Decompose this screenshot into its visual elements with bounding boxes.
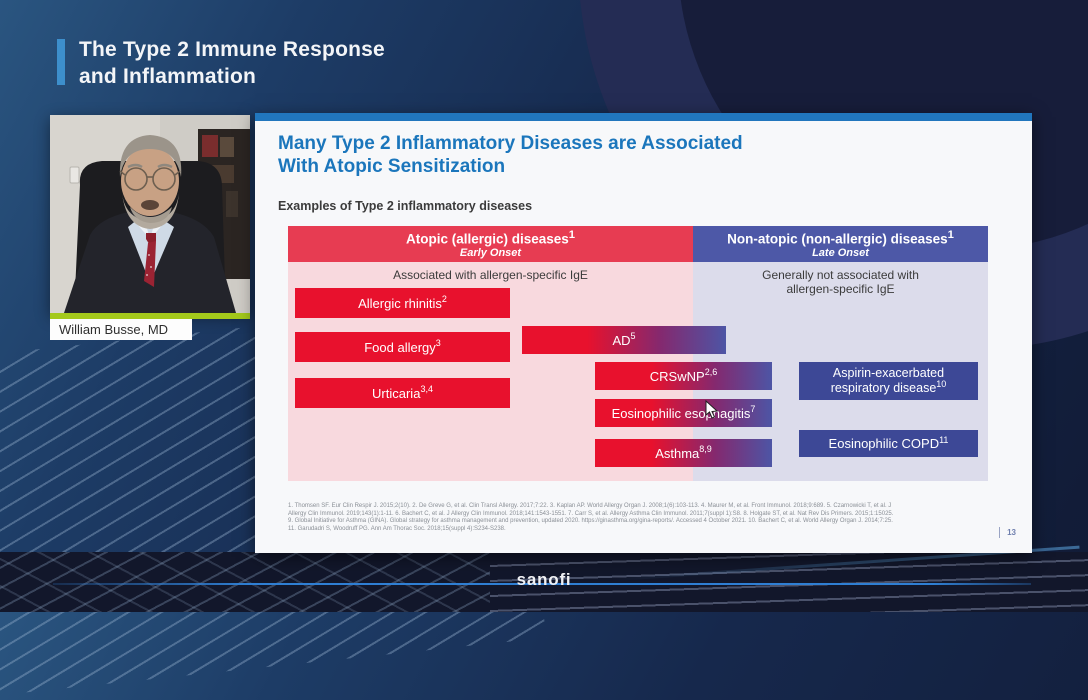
speaker-illustration <box>50 115 250 313</box>
background-bottom-band <box>0 552 1088 612</box>
footer-accent-line <box>53 583 1031 585</box>
disease-box-aspirin-exacerbated-respiratory-disease: Aspirin-exacerbated respiratory disease1… <box>799 362 978 400</box>
disease-box-eosinophilic-esophagitis: Eosinophilic esophagitis7 <box>595 399 772 427</box>
atopic-header-title: Atopic (allergic) diseases1 <box>405 228 576 247</box>
disease-box-asthma: Asthma8,9 <box>595 439 772 467</box>
page-header: The Type 2 Immune Response and Inflammat… <box>57 36 385 90</box>
disease-box-urticaria: Urticaria3,4 <box>295 378 510 408</box>
disease-table-header: Atopic (allergic) diseases1 Early Onset … <box>288 226 988 262</box>
disease-box-eosinophilic-copd: Eosinophilic COPD11 <box>799 430 978 457</box>
header-accent-bar <box>57 39 65 85</box>
page-title: The Type 2 Immune Response and Inflammat… <box>79 36 385 90</box>
non-atopic-header: Non-atopic (non-allergic) diseases1 Late… <box>693 226 988 262</box>
speaker-video[interactable] <box>50 115 250 313</box>
disease-box-atopic-dermatitis: AD5 <box>522 326 726 354</box>
slide-page-number: 13 <box>999 527 1016 538</box>
presentation-slide: Many Type 2 Inflammatory Diseases are As… <box>255 113 1032 553</box>
disease-table: Atopic (allergic) diseases1 Early Onset … <box>288 226 988 481</box>
slide-references: 1. Thomsen SF. Eur Clin Respir J. 2015;2… <box>288 503 994 533</box>
page-title-line1: The Type 2 Immune Response <box>79 38 385 61</box>
page-title-line2: and Inflammation <box>79 65 257 88</box>
page-number-divider <box>999 527 1001 538</box>
disease-table-body: Associated with allergen-specific IgE Ge… <box>288 262 988 481</box>
reference-line: 9. Global Initiative for Asthma (GINA). … <box>288 518 893 524</box>
slide-title: Many Type 2 Inflammatory Diseases are As… <box>278 132 1012 178</box>
reference-line: 11. Garudadri S, Woodruff PG. Ann Am Tho… <box>288 525 506 532</box>
slide-title-line1: Many Type 2 Inflammatory Diseases are As… <box>278 133 743 154</box>
background-crossing-lines <box>0 552 490 612</box>
background-horizontal-lines <box>489 552 1088 612</box>
slide-subtitle: Examples of Type 2 inflammatory diseases <box>278 199 533 213</box>
atopic-note: Associated with allergen-specific IgE <box>393 268 588 282</box>
disease-box-allergic-rhinitis: Allergic rhinitis2 <box>295 288 510 318</box>
speaker-name-label: William Busse, MD <box>50 319 192 340</box>
slide-title-line2: With Atopic Sensitization <box>278 156 506 177</box>
atopic-header: Atopic (allergic) diseases1 Early Onset <box>288 226 693 262</box>
atopic-header-subtitle: Early Onset <box>459 247 522 260</box>
mouse-cursor-icon <box>705 399 719 425</box>
reference-line: Allergy Clin Immunol. 2019;143(1):1-11. … <box>288 510 894 517</box>
non-atopic-header-title: Non-atopic (non-allergic) diseases1 <box>727 228 954 247</box>
speaker-name: William Busse, MD <box>59 322 169 337</box>
speaker-accent-bar <box>50 313 250 319</box>
sanofi-logo: sanofi <box>516 570 572 589</box>
non-atopic-note: Generally not associated with allergen-s… <box>762 268 919 296</box>
reference-line: 1. Thomsen SF. Eur Clin Respir J. 2015;2… <box>288 503 892 509</box>
non-atopic-header-subtitle: Late Onset <box>812 247 869 260</box>
disease-box-crswnp: CRSwNP2,6 <box>595 362 772 390</box>
slide-top-bar <box>255 113 1032 121</box>
disease-box-food-allergy: Food allergy3 <box>295 332 510 362</box>
